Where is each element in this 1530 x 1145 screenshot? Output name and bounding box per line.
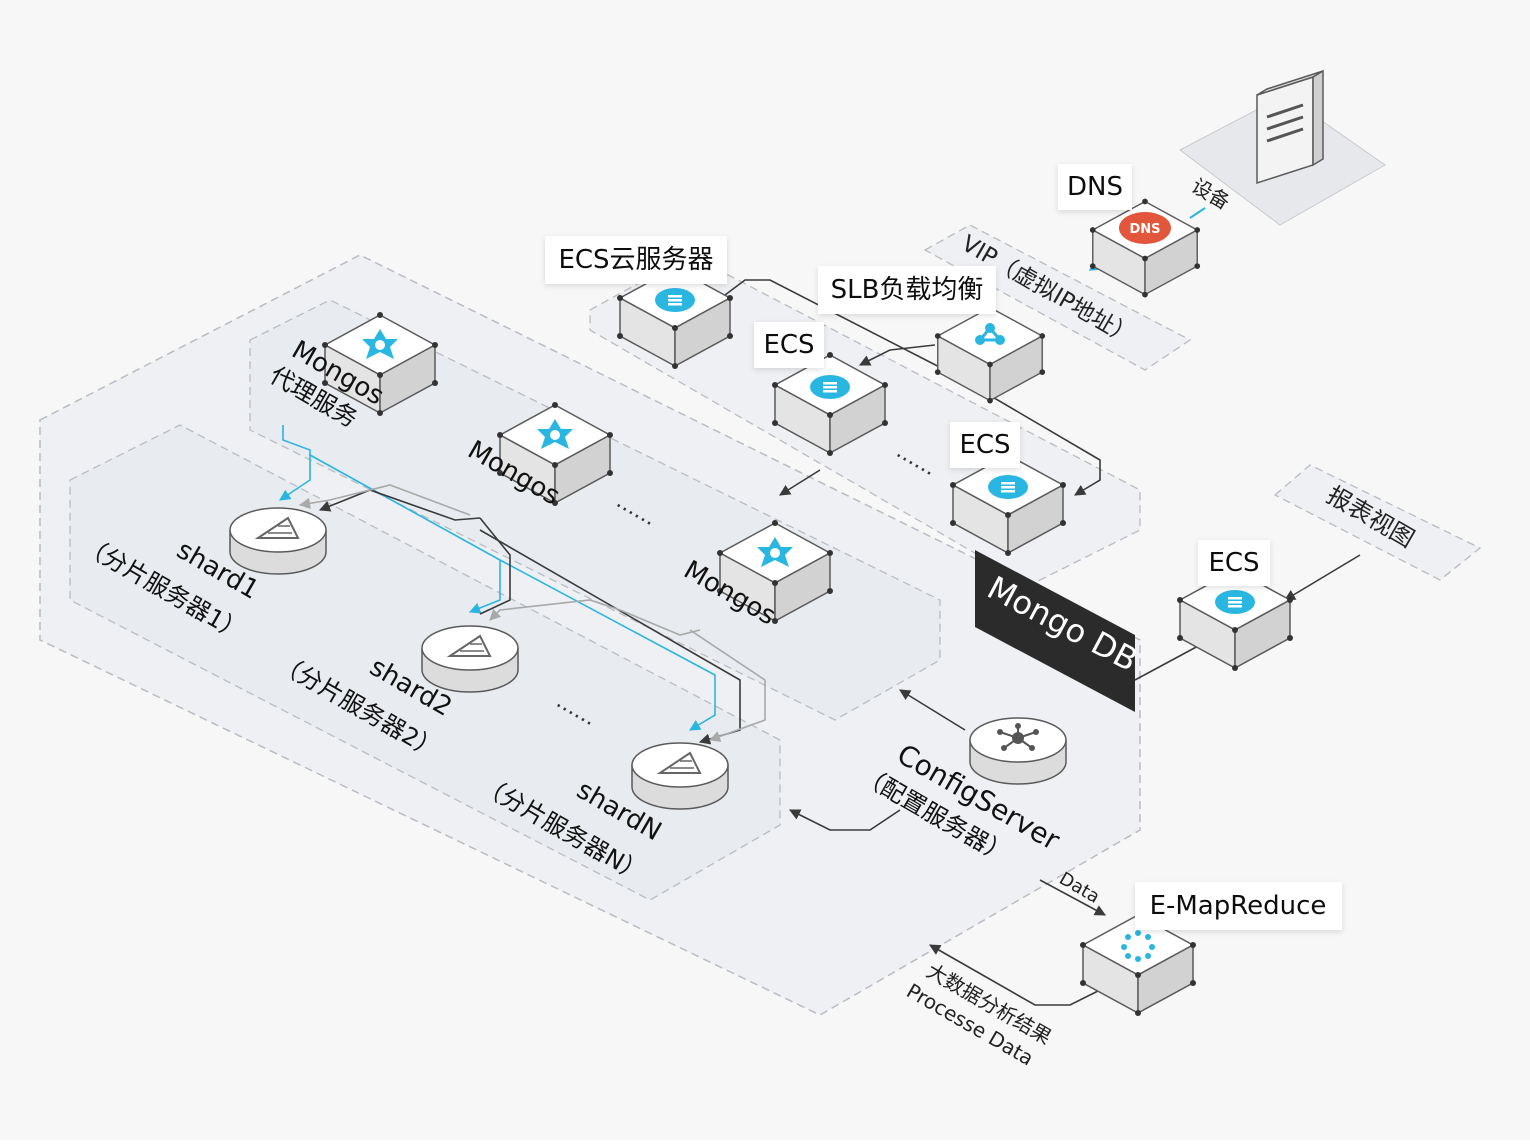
dns-label: DNS <box>1058 164 1132 210</box>
slb-label: SLB负载均衡 <box>818 266 996 314</box>
ecs-cloud-icon <box>988 475 1028 499</box>
dns-label-text: DNS <box>1067 172 1123 202</box>
ecs-report-node[interactable] <box>1176 566 1294 672</box>
zone-vip <box>923 224 1192 371</box>
shard2-node[interactable] <box>421 625 519 693</box>
ecs-cloud-icon <box>1215 590 1255 614</box>
slb-label-text: SLB负载均衡 <box>831 275 984 305</box>
svg-text:DNS: DNS <box>1129 222 1160 237</box>
ecs-cloud-label-text: ECS云服务器 <box>558 245 713 275</box>
config-server-node[interactable] <box>969 717 1067 785</box>
ecs-cloud-icon <box>655 288 695 312</box>
mongos-star-icon <box>362 329 398 359</box>
ecs-cloud-icon <box>810 375 850 399</box>
ecs-report-label: ECS <box>1198 540 1270 586</box>
ecs-a-label: ECS <box>754 322 824 368</box>
zone-report-view <box>1273 464 1482 581</box>
server-rack-icon <box>1266 103 1304 143</box>
shard-pyramid-icon <box>446 634 492 657</box>
shard-pyramid-icon <box>254 516 300 539</box>
slb-node[interactable] <box>934 303 1046 405</box>
ecs-node-a[interactable] <box>771 351 889 457</box>
ecs-report-label-text: ECS <box>1208 548 1259 578</box>
ecs-b-label: ECS <box>950 422 1020 468</box>
mongos-node-3[interactable] <box>716 519 834 625</box>
dns-node[interactable]: DNS <box>1089 197 1201 299</box>
ecs-cloud-server-node[interactable] <box>616 264 734 370</box>
shard-pyramid-icon <box>656 751 702 774</box>
ecs-cloud-label: ECS云服务器 <box>545 236 727 284</box>
emr-label: E-MapReduce <box>1135 882 1342 930</box>
mongos-star-icon <box>757 537 793 567</box>
mongos-proxy-node[interactable] <box>321 311 439 417</box>
ecs-a-label-text: ECS <box>763 330 814 360</box>
slb-network-icon <box>975 323 1005 345</box>
ecs-b-label-text: ECS <box>959 430 1010 460</box>
dns-badge-icon: DNS <box>1119 212 1171 244</box>
config-hub-icon <box>997 723 1039 751</box>
emr-node[interactable] <box>1079 911 1197 1017</box>
mongos-node-2[interactable] <box>496 401 614 507</box>
mongos-star-icon <box>537 419 573 449</box>
ecs-node-b[interactable] <box>949 451 1067 557</box>
shardN-node[interactable] <box>631 742 729 810</box>
emr-dots-icon <box>1121 930 1155 962</box>
emr-label-text: E-MapReduce <box>1150 891 1327 921</box>
shard1-node[interactable] <box>229 507 327 575</box>
device-server-rack <box>1256 69 1324 185</box>
